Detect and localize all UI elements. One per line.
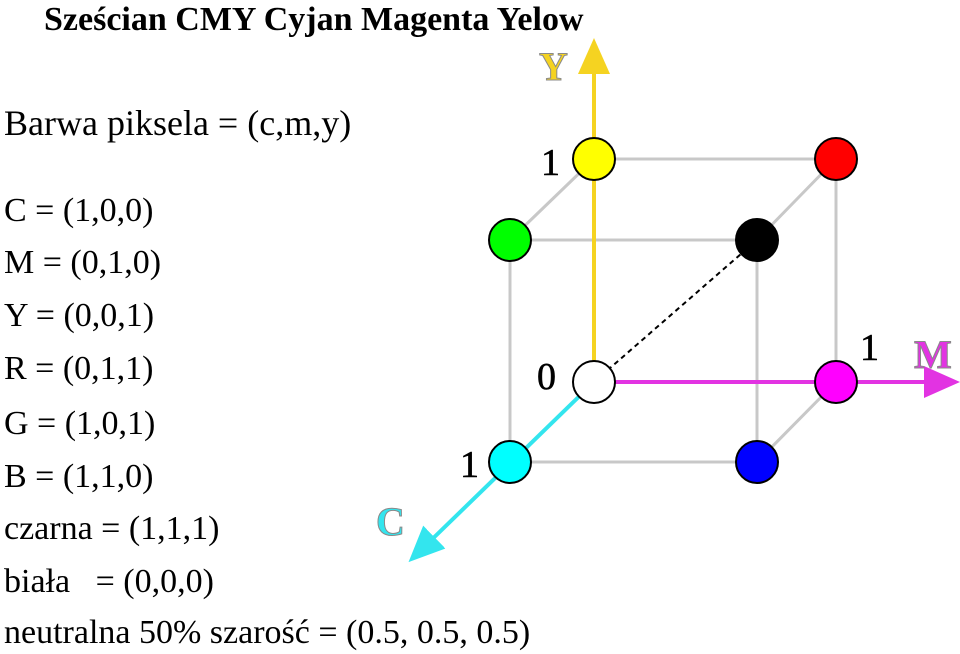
vertex-black [735,218,779,262]
vertex-green [488,218,532,262]
y-one-label: 1 [541,142,560,184]
legend-white: biała = (0,0,0) [4,563,214,600]
m-one-label: 1 [860,327,879,369]
legend-cyan: C = (1,0,0) [4,192,154,229]
pixel-color-formula: Barwa piksela = (c,m,y) [4,103,352,143]
legend-red: R = (0,1,1) [4,350,154,387]
y-axis-label: Y [539,44,568,89]
vertex-cyan [488,440,532,484]
page-title: Sześcian CMY Cyjan Magenta Yelow [44,1,584,38]
vertex-red [814,137,858,181]
legend-magenta: M = (0,1,0) [4,244,162,281]
legend-yellow: Y = (0,0,1) [4,297,155,334]
c-one-label: 1 [460,444,479,486]
vertex-blue [735,440,779,484]
c-axis-label: C [376,499,405,544]
legend-green: G = (1,0,1) [4,405,156,442]
origin-label: 0 [537,356,556,398]
vertex-white [572,360,616,404]
legend-black: czarna = (1,1,1) [4,510,220,547]
cube-vertices [488,137,858,484]
legend-gray: neutralna 50% szarość = (0.5, 0.5, 0.5) [4,614,531,651]
legend-blue: B = (1,1,0) [4,458,154,495]
vertex-yellow [572,137,616,181]
vertex-magenta [814,360,858,404]
m-axis-label: M [914,332,952,377]
gray-diagonal [593,239,758,383]
